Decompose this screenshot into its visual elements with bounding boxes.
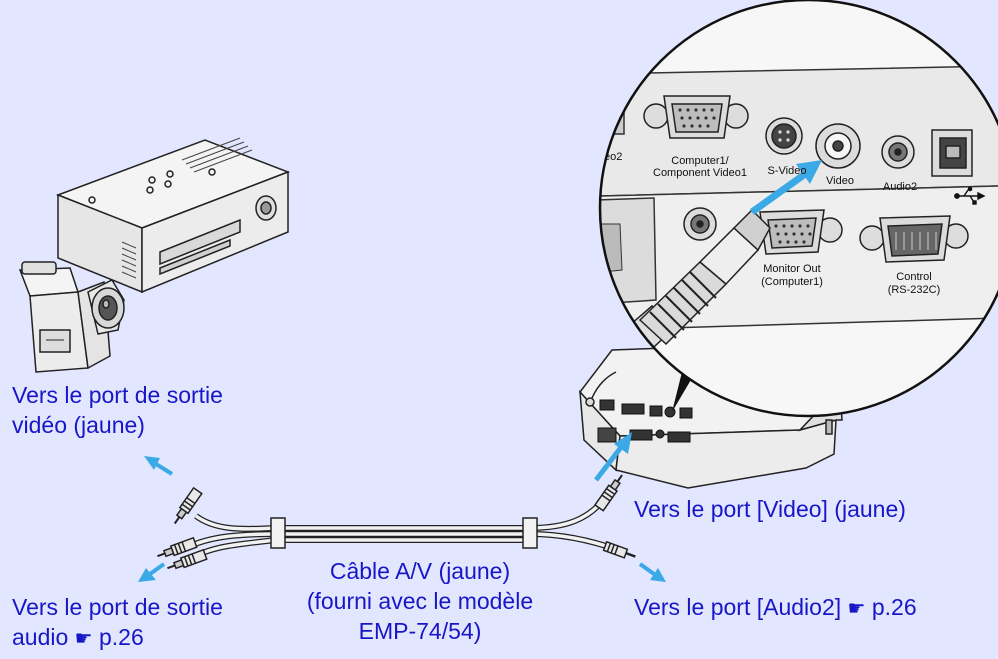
- cable-label: Câble A/V (jaune) (fourni avec le modèle…: [290, 556, 550, 646]
- pointing-hand-icon: ☛: [74, 626, 93, 650]
- video-output-label-line1: Vers le port de sortie: [12, 382, 223, 408]
- cable-label-line3: EMP-74/54): [358, 618, 482, 644]
- cable-label-line2: (fourni avec le modèle: [306, 588, 534, 614]
- cable-label-line1: Câble A/V (jaune): [329, 558, 511, 584]
- audio-output-label-word: audio: [12, 624, 69, 650]
- vcr-device: [55, 137, 291, 294]
- projector-audio-port-label: Vers le port [Audio2] ☛ p.26: [634, 592, 917, 623]
- video2-port-label: eo2: [604, 151, 622, 163]
- control-port-label-2: (RS-232C): [888, 284, 941, 296]
- arrow-to-video-output-icon: [144, 456, 174, 476]
- svideo-port-label: S-Video: [768, 165, 807, 177]
- projector-video-port-label: Vers le port [Video] (jaune): [634, 496, 906, 522]
- monitor-out-port-label-2: (Computer1): [761, 276, 823, 288]
- usb-icon: [954, 186, 986, 205]
- computer1-port-label-2: Component Video1: [653, 167, 747, 179]
- audio-output-page-ref[interactable]: p.26: [99, 624, 144, 650]
- port-zoom-view: eo2 Computer1/ Component Video1 S-Video …: [591, 0, 998, 418]
- arrow-to-projector-audio-icon: [638, 562, 666, 582]
- audio-output-label-line1: Vers le port de sortie: [12, 594, 223, 620]
- arrow-to-audio-output-icon: [138, 562, 166, 582]
- camcorder-device: [18, 261, 125, 373]
- audio-output-label: Vers le port de sortie audio ☛ p.26: [12, 592, 223, 653]
- audio2-port-label: Audio2: [883, 181, 917, 193]
- pointing-hand-icon: ☛: [847, 596, 866, 620]
- computer1-port-label: Computer1/: [671, 155, 729, 167]
- arrow-to-projector-video-icon: [594, 432, 632, 482]
- insert-arrow-icon: [749, 160, 822, 215]
- video-port-label: Video: [826, 175, 854, 187]
- video-output-label: Vers le port de sortie vidéo (jaune): [12, 380, 223, 440]
- audio-output-label-line2: audio ☛ p.26: [12, 622, 223, 653]
- projector-audio-port-text: Vers le port [Audio2]: [634, 594, 842, 620]
- monitor-out-port-label: Monitor Out: [763, 263, 820, 275]
- av-cable: [157, 474, 636, 570]
- projector-audio-page-ref[interactable]: p.26: [871, 594, 917, 620]
- video-output-label-line2: vidéo (jaune): [12, 412, 145, 438]
- control-port-label: Control: [896, 271, 931, 283]
